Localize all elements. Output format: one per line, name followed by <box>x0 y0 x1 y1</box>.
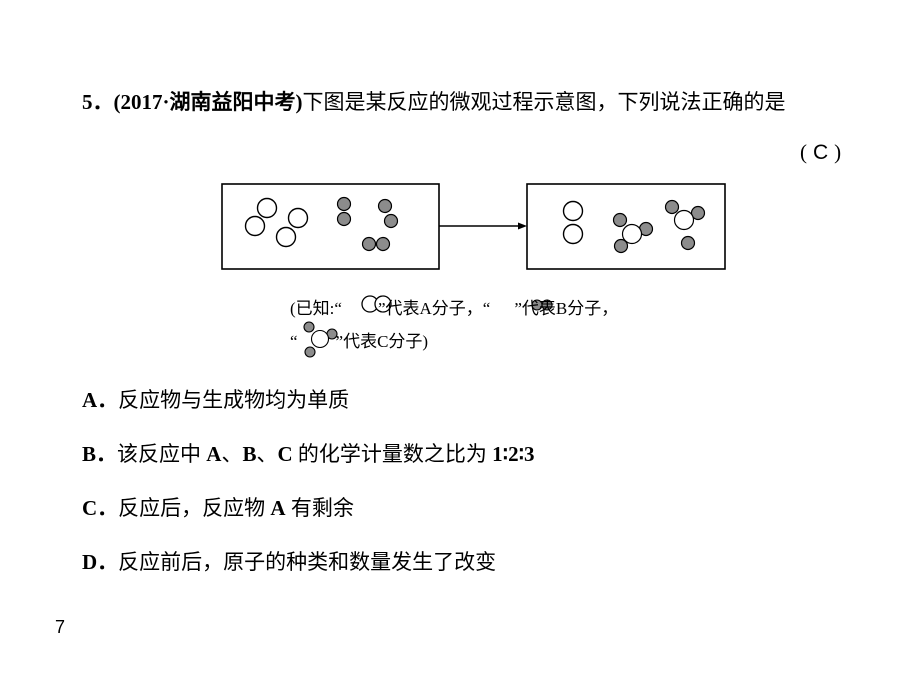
arrow-head <box>518 222 527 230</box>
option-a: A．反应物与生成物均为单质 <box>82 384 349 414</box>
legend-text-b: ”代表B分子， <box>514 299 619 318</box>
option-b-b: B <box>242 442 257 466</box>
legend-line-2: “ ”代表C分子) <box>290 327 428 352</box>
a-molecule <box>244 197 278 237</box>
question-text: 下图是某反应的微观过程示意图，下列说法正确的是 <box>302 90 786 114</box>
a-molecule <box>562 200 584 245</box>
legend-text-prefix: (已知:“ <box>290 299 342 318</box>
option-b-a: A <box>206 442 222 466</box>
option-c-text-post: 有剩余 <box>285 496 354 520</box>
products-box <box>526 183 726 270</box>
a-molecule <box>275 207 309 248</box>
option-b-text-mid: 的化学计量数之比为 <box>292 442 493 466</box>
option-d: D．反应前后，原子的种类和数量发生了改变 <box>82 546 496 576</box>
question-stem: 5．(2017·湖南益阳中考)下图是某反应的微观过程示意图，下列说法正确的是 <box>82 86 786 116</box>
b-molecule <box>336 196 352 227</box>
option-d-text: 反应前后，原子的种类和数量发生了改变 <box>118 550 497 574</box>
legend-b-icon <box>531 299 553 311</box>
legend-c-icon <box>303 321 338 358</box>
legend-a-icon <box>361 295 392 313</box>
question-number: 5． <box>82 90 114 114</box>
answer-letter: C <box>813 141 829 164</box>
c-molecule <box>664 199 706 251</box>
answer-open: ( <box>800 140 807 164</box>
legend-line-1: (已知:“ ”代表A分子，“ ”代表B分子， <box>290 294 618 319</box>
option-b-sep1: 、 <box>221 442 243 466</box>
option-b: B．该反应中 A、B、C 的化学计量数之比为 1∶2∶3 <box>82 438 535 468</box>
option-c-text: 反应后，反应物 <box>118 496 271 520</box>
question-source: (2017·湖南益阳中考) <box>113 90 303 114</box>
b-molecule <box>361 236 391 252</box>
option-c: C．反应后，反应物 A 有剩余 <box>82 492 354 522</box>
b-molecule <box>377 198 399 229</box>
option-b-ratio: 1∶2∶3 <box>492 442 535 466</box>
c-molecule <box>612 212 654 254</box>
option-a-text: 反应物与生成物均为单质 <box>118 388 350 412</box>
answer-bracket: ( C) <box>800 140 841 165</box>
option-a-label: A． <box>82 388 119 412</box>
option-b-label: B． <box>82 442 118 466</box>
option-b-c: C <box>277 442 293 466</box>
option-b-sep2: 、 <box>256 442 278 466</box>
option-d-label: D． <box>82 550 119 574</box>
page-number: 7 <box>55 617 66 637</box>
answer-close: ) <box>834 140 842 164</box>
legend-text-a: ”代表A分子，“ <box>377 299 491 318</box>
option-c-label: C． <box>82 496 119 520</box>
option-b-text: 该反应中 <box>117 442 207 466</box>
option-c-a: A <box>270 496 286 520</box>
legend-text-c: ”代表C分子) <box>335 332 429 351</box>
legend-text-c-prefix: “ <box>290 332 298 351</box>
